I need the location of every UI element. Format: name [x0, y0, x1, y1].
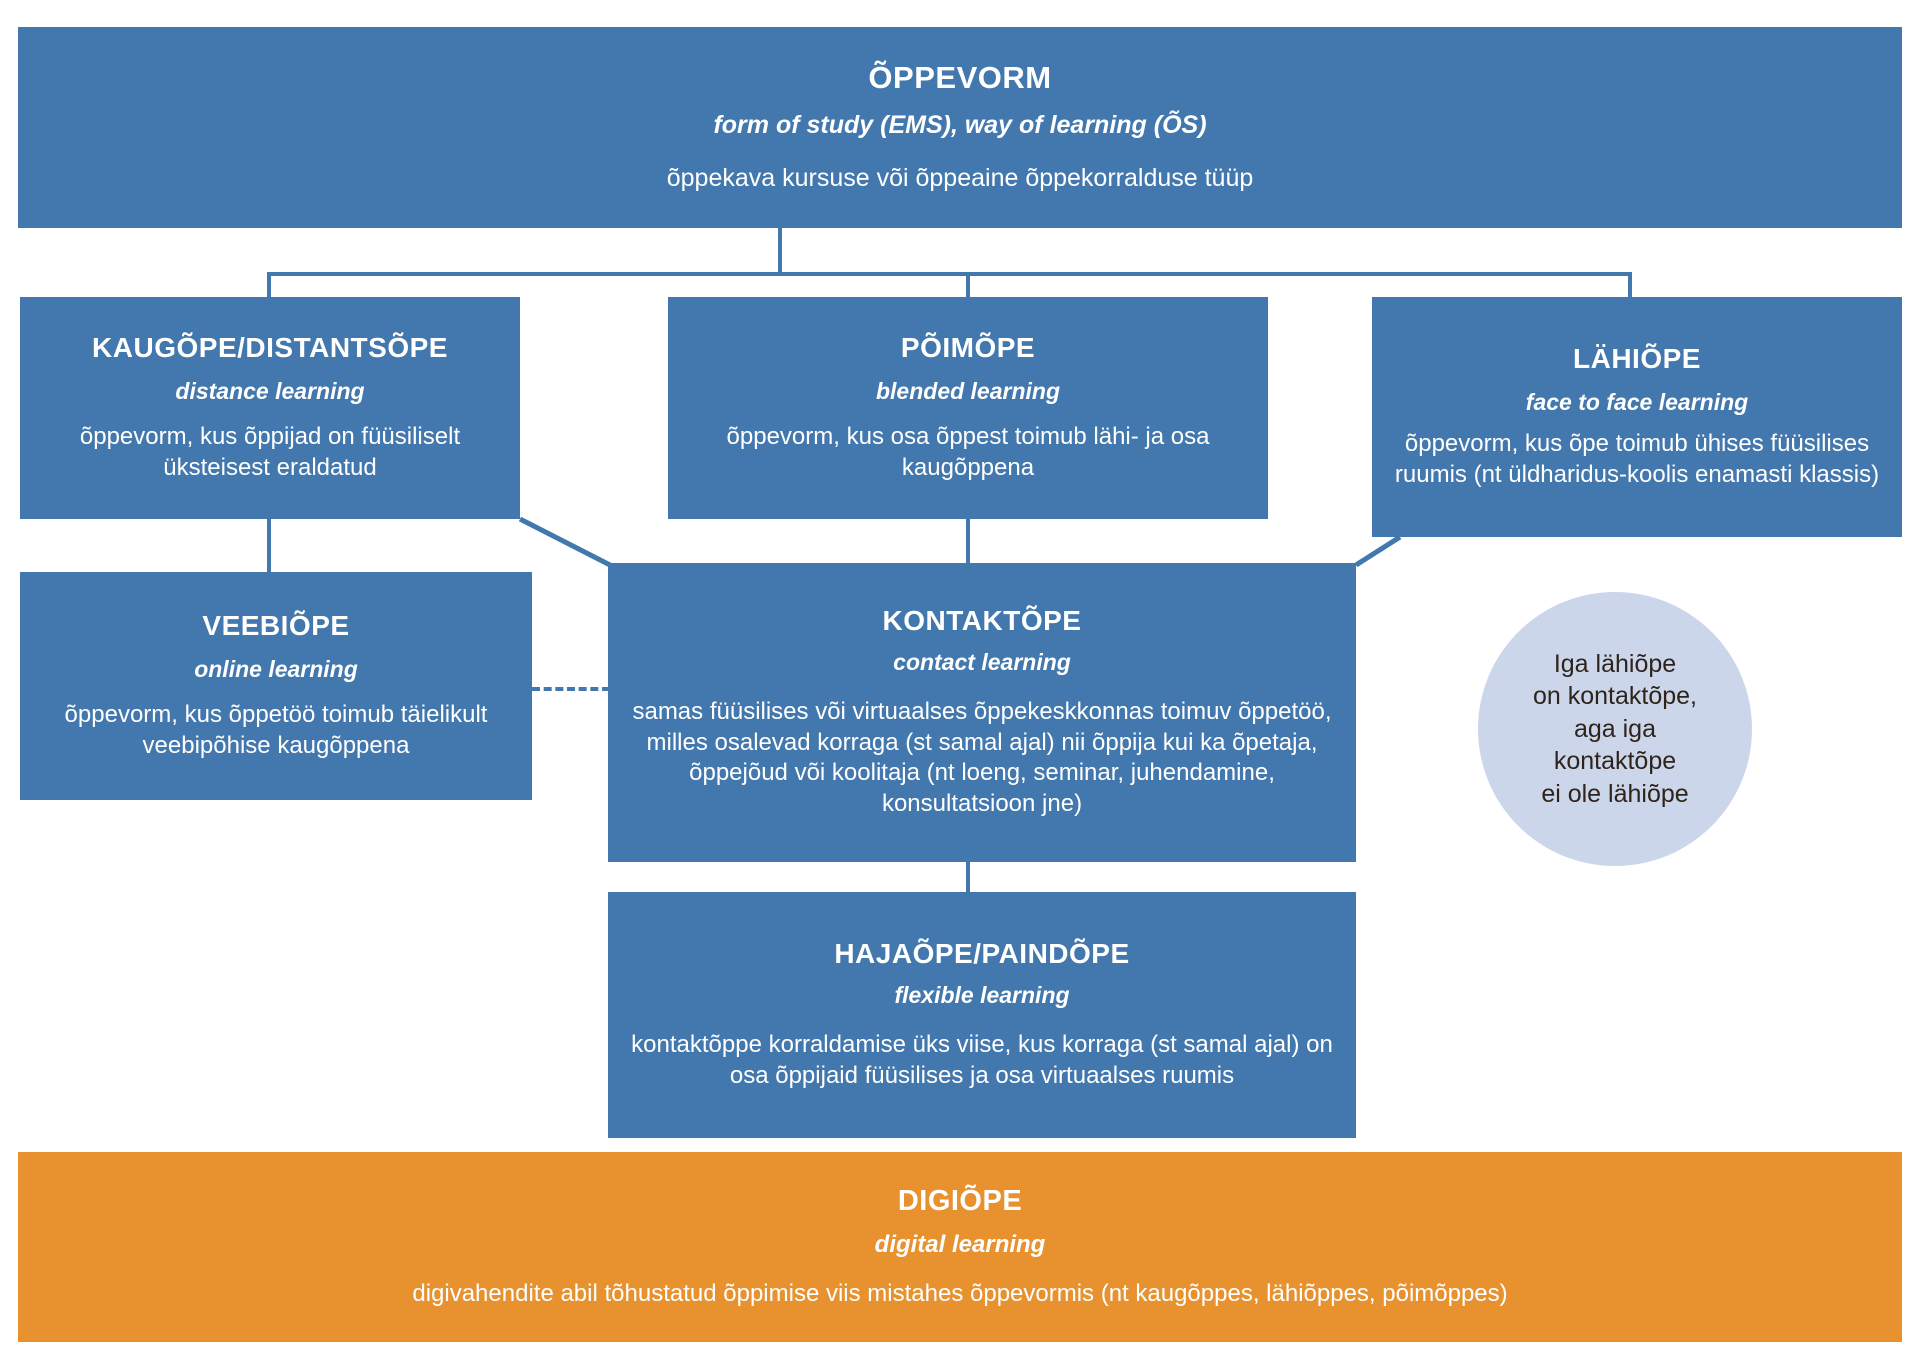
node-english-term: form of study (EMS), way of learning (ÕS…: [713, 111, 1207, 140]
node-title: ÕPPEVORM: [868, 59, 1052, 95]
connector-kaugope-to-kontaktope: [518, 516, 612, 568]
node-english-term: online learning: [194, 655, 358, 682]
node-english-term: blended learning: [875, 377, 1061, 404]
connector-veebiope-to-kontaktope-dashed: [532, 687, 610, 691]
node-digiope[interactable]: DIGIÕPE digital learning digivahendite a…: [18, 1152, 1902, 1342]
node-title: LÄHIÕPE: [1573, 343, 1701, 375]
node-english-term: face to face learning: [1525, 388, 1749, 415]
connector-root-to-bus: [778, 228, 782, 276]
node-kaugope[interactable]: KAUGÕPE/DISTANTSÕPE distance learning õp…: [20, 297, 520, 519]
node-description: digivahendite abil tõhustatud õppimise v…: [412, 1279, 1508, 1307]
node-description: õppevorm, kus õppijad on füüsiliselt üks…: [79, 423, 461, 481]
node-kontaktope[interactable]: KONTAKTÕPE contact learning samas füüsil…: [608, 563, 1356, 862]
node-hajaope[interactable]: HAJAÕPE/PAINDÕPE flexible learning konta…: [608, 892, 1356, 1138]
connector-lahiope-to-kontaktope: [1354, 534, 1402, 568]
node-title: KAUGÕPE/DISTANTSÕPE: [92, 332, 448, 364]
node-english-term: distance learning: [175, 377, 365, 404]
note-bubble: Iga lähiõpe on kontaktõpe, aga iga konta…: [1478, 592, 1752, 866]
node-description: õppevorm, kus õppetöö toimub täielikult …: [64, 701, 488, 759]
node-title: KONTAKTÕPE: [882, 605, 1082, 637]
connector-bus-to-kaugope: [267, 272, 271, 299]
node-title: DIGIÕPE: [897, 1184, 1023, 1217]
node-description: õppekava kursuse või õppeaine õppekorral…: [666, 164, 1254, 193]
node-description: õppevorm, kus õpe toimub ühises füüsilis…: [1394, 430, 1880, 488]
connector-bus-horizontal: [267, 272, 1632, 276]
connector-kontaktope-to-hajaope: [966, 862, 970, 894]
connector-bus-to-poimope: [966, 272, 970, 299]
connector-poimope-to-kontaktope: [966, 519, 970, 565]
node-description: kontaktõppe korraldamise üks viise, kus …: [631, 1031, 1333, 1089]
node-veebiope[interactable]: VEEBIÕPE online learning õppevorm, kus õ…: [20, 572, 532, 800]
node-poimope[interactable]: PÕIMÕPE blended learning õppevorm, kus o…: [668, 297, 1268, 519]
note-line: kontaktõpe: [1553, 747, 1677, 776]
node-title: PÕIMÕPE: [900, 332, 1036, 364]
note-line: ei ole lähiõpe: [1541, 779, 1689, 808]
node-title: VEEBIÕPE: [202, 610, 350, 642]
node-oppevorm[interactable]: ÕPPEVORM form of study (EMS), way of lea…: [18, 27, 1902, 228]
node-english-term: flexible learning: [894, 981, 1070, 1008]
connector-kaugope-to-veebiope: [267, 519, 271, 574]
node-english-term: contact learning: [893, 648, 1071, 675]
node-title: HAJAÕPE/PAINDÕPE: [834, 938, 1130, 970]
node-lahiope[interactable]: LÄHIÕPE face to face learning õppevorm, …: [1372, 297, 1902, 537]
note-bubble-text: Iga lähiõpe on kontaktõpe, aga iga konta…: [1533, 648, 1697, 811]
node-english-term: digital learning: [874, 1231, 1046, 1259]
note-line: aga iga: [1573, 714, 1656, 743]
note-line: on kontaktõpe,: [1532, 682, 1697, 711]
note-line: Iga lähiõpe: [1553, 649, 1677, 678]
connector-bus-to-lahiope: [1628, 272, 1632, 299]
node-description: samas füüsilises või virtuaalses õppekes…: [632, 697, 1332, 818]
node-description: õppevorm, kus osa õppest toimub lähi- ja…: [726, 423, 1210, 481]
